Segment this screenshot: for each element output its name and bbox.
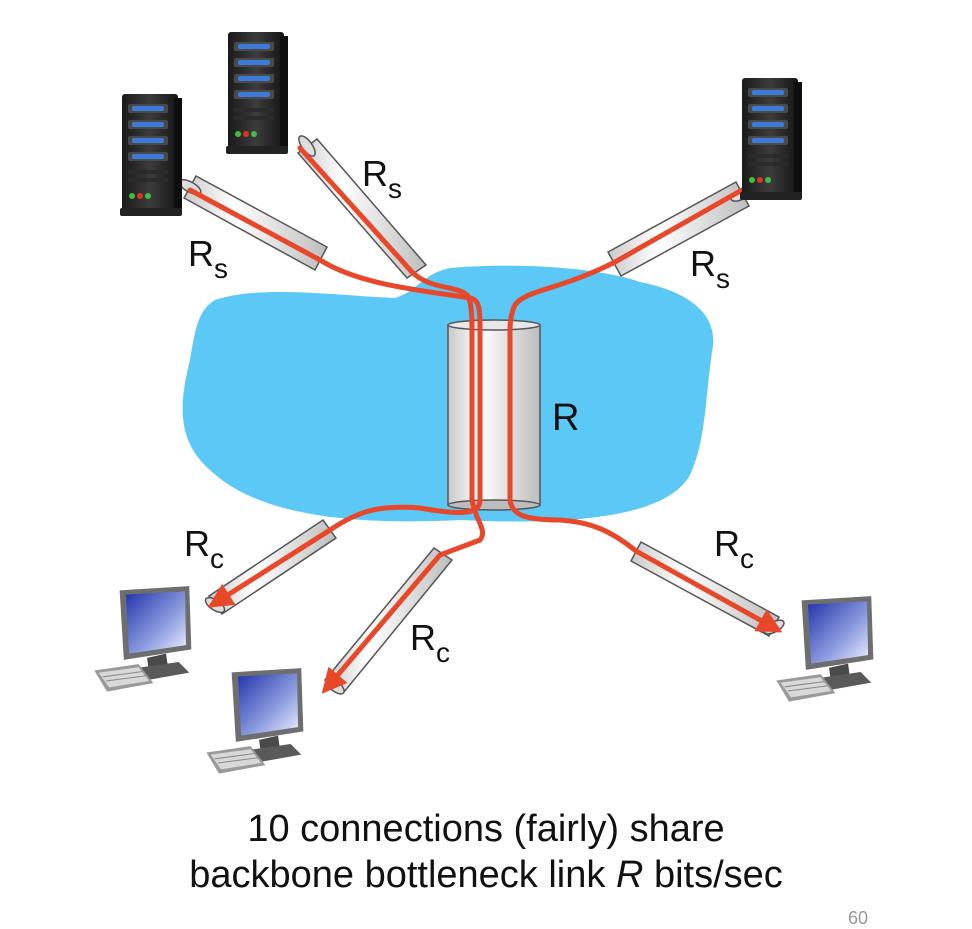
- connection-lines: [187, 145, 783, 694]
- client-link-label: Rc: [410, 617, 450, 668]
- caption-text: backbone bottleneck link: [189, 854, 616, 896]
- caption-text: bits/sec: [643, 854, 783, 896]
- client-link-label: Rc: [184, 523, 224, 574]
- caption-variable: R: [615, 854, 644, 896]
- server-tower-icon: [226, 32, 288, 154]
- server-tower-icon: [120, 94, 182, 216]
- desktop-computer-icon: [205, 667, 304, 775]
- caption-line-2: backbone bottleneck link R bits/sec: [0, 852, 972, 898]
- caption-line-1: 10 connections (fairly) share: [247, 808, 725, 850]
- server-link-label: Rs: [362, 153, 402, 204]
- server-link-label: Rs: [188, 233, 228, 284]
- server-tower-icon: [740, 78, 802, 200]
- client-link-label: Rc: [714, 523, 754, 574]
- backbone-link-pipe: [447, 319, 541, 511]
- backbone-link-label: R: [552, 397, 579, 439]
- desktop-computer-icon: [775, 595, 874, 703]
- server-link-label: Rs: [690, 243, 730, 294]
- page-number: 60: [848, 908, 869, 928]
- server-link-pipes: [178, 135, 754, 279]
- desktop-computer-icon: [93, 585, 192, 693]
